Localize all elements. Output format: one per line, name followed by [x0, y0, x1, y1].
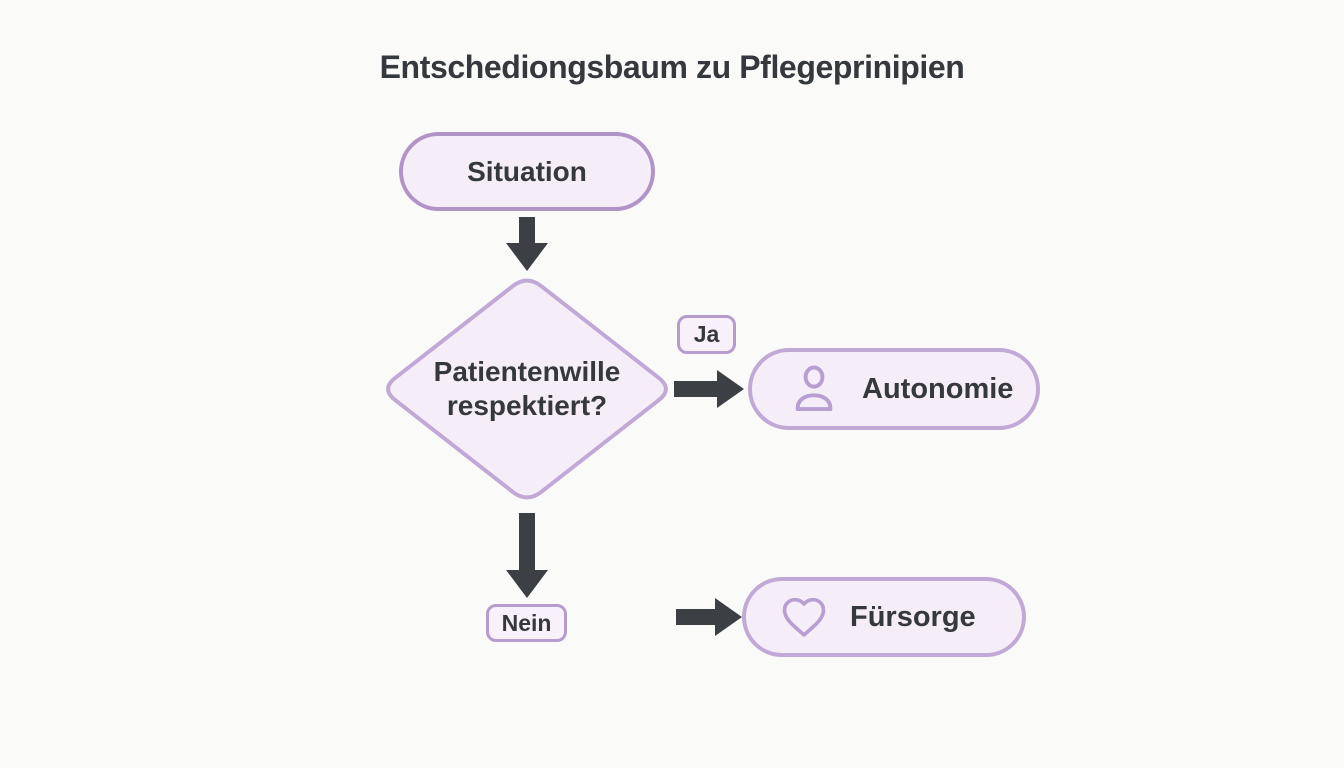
arrow-situation-to-decision	[506, 217, 548, 271]
arrow-decision-to-nein	[506, 513, 548, 598]
node-autonomie: Autonomie	[748, 348, 1040, 430]
arrow-head-icon	[717, 370, 744, 408]
node-decision-label: Patientenwille respektiert?	[377, 271, 677, 507]
arrow-decision-to-autonomie	[674, 370, 744, 408]
decision-label-line2: respektiert?	[446, 390, 608, 421]
node-decision-shape	[386, 278, 668, 500]
node-situation: Situation	[399, 132, 655, 211]
arrow-shaft	[676, 609, 717, 625]
node-situation-label: Situation	[467, 155, 587, 187]
node-fuersorge: Fürsorge	[742, 577, 1026, 657]
edge-label-nein-text: Nein	[501, 609, 552, 636]
arrow-shaft	[519, 217, 535, 245]
edge-label-ja: Ja	[677, 315, 736, 354]
arrow-head-icon	[715, 598, 742, 636]
arrow-shaft	[674, 381, 719, 397]
arrow-nein-to-fuersorge	[676, 598, 742, 636]
node-fuersorge-label: Fürsorge	[850, 600, 976, 633]
heart-icon	[778, 591, 830, 643]
node-autonomie-label: Autonomie	[862, 372, 1014, 405]
diagram-title: Entschediongsbaum zu Pflegeprinipien	[379, 49, 965, 85]
arrow-head-icon	[506, 570, 548, 598]
person-icon	[786, 361, 842, 417]
edge-label-nein: Nein	[486, 604, 567, 642]
decision-label-line1: Patientenwille	[433, 356, 621, 387]
arrow-shaft	[519, 513, 535, 572]
edge-label-ja-text: Ja	[693, 321, 720, 347]
arrow-head-icon	[506, 243, 548, 271]
